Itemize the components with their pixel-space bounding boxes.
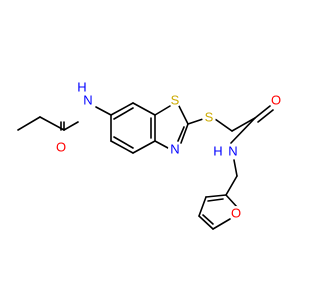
atom-n-amide-right: N (228, 144, 237, 159)
bond (225, 194, 238, 208)
bond (113, 107, 134, 120)
atom-h-amide-right: H (213, 144, 222, 159)
atom-bg (81, 93, 95, 107)
bond (110, 102, 134, 116)
bond (132, 140, 156, 154)
atom-s-thioether: S (205, 110, 214, 125)
bonds (17, 102, 274, 230)
atom-s-thiazole: S (171, 93, 180, 108)
bond (154, 140, 169, 149)
bond (254, 105, 271, 119)
bond (231, 117, 256, 132)
bond (198, 215, 214, 230)
bond (202, 214, 214, 225)
atom-bg (54, 140, 68, 154)
atom-o-amide-right: O (271, 93, 281, 108)
bond (198, 196, 207, 217)
atom-h-amide-left: H (77, 80, 86, 95)
bond (132, 102, 156, 116)
atom-bg (229, 206, 243, 220)
bond (225, 175, 238, 196)
atom-bg (226, 144, 240, 158)
bond (230, 117, 256, 144)
bond (95, 106, 112, 116)
atom-bg (269, 93, 283, 107)
bond (214, 118, 233, 132)
bond (17, 116, 41, 131)
bond (212, 218, 231, 230)
molecule-diagram: O N H S N S O N H O (0, 0, 300, 300)
bond (257, 109, 274, 123)
atom-o-furan: O (231, 206, 241, 221)
atom-n-thiazole: N (170, 142, 179, 157)
bond (63, 121, 79, 131)
atom-labels: O N H S N S O N H O (54, 80, 283, 221)
bond (110, 140, 134, 154)
atom-bg (168, 93, 182, 107)
bond (180, 123, 189, 144)
bond (177, 126, 185, 142)
atom-bg (168, 142, 182, 156)
bond (39, 116, 65, 131)
bond (205, 194, 227, 198)
bond (113, 136, 134, 149)
bond (233, 159, 238, 177)
bond (187, 118, 204, 125)
atom-n-amide-left: N (83, 93, 92, 108)
atom-o-amide-left: O (56, 140, 66, 155)
bond (154, 105, 171, 116)
atom-bg (202, 110, 216, 124)
molecule-structure: O N H S N S O N H O (0, 0, 300, 300)
bond (178, 105, 189, 125)
bond (207, 198, 224, 202)
background (0, 0, 300, 300)
